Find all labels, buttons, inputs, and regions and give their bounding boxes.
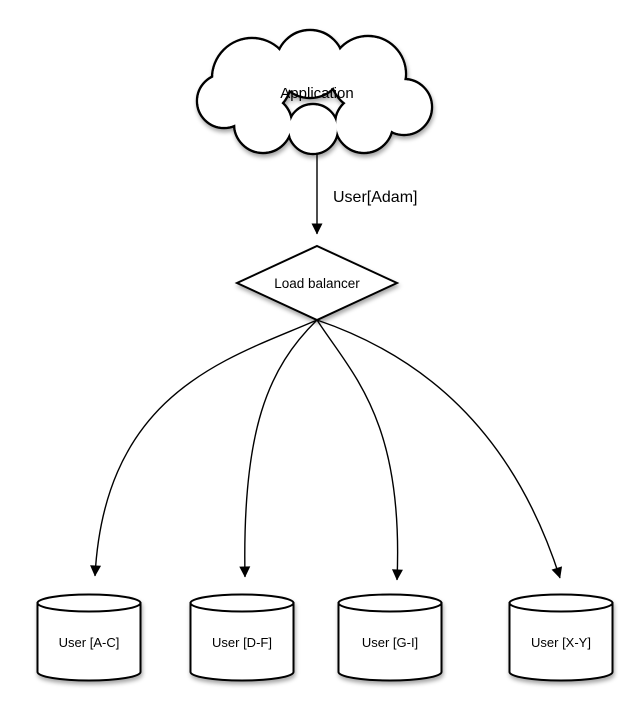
edge-to-db-a-c (90, 319, 318, 577)
database-node-g-i: User [G-I] (337, 593, 443, 682)
db-label-a-c: User [A-C] (59, 635, 120, 650)
application-cloud-node: Application (195, 28, 434, 156)
edge-to-db-d-f (239, 319, 318, 578)
db-label-d-f: User [D-F] (212, 635, 272, 650)
application-label: Application (280, 85, 353, 102)
database-node-a-c: User [A-C] (36, 593, 142, 682)
cylinder-icon (36, 593, 142, 682)
db-label-g-i: User [G-I] (362, 635, 418, 650)
load-balancer-label: Load balancer (274, 276, 360, 291)
edges-loadbalancer-to-databases (90, 319, 563, 581)
cylinder-icon (337, 593, 443, 682)
database-node-x-y: User [X-Y] (508, 593, 614, 682)
database-node-d-f: User [D-F] (189, 593, 295, 682)
edge-app-to-loadbalancer: User[Adam] (311, 153, 417, 235)
edge-to-db-x-y (316, 319, 563, 579)
cylinder-icon (189, 593, 295, 682)
edge-label-user-adam: User[Adam] (333, 189, 417, 206)
db-label-x-y: User [X-Y] (531, 635, 591, 650)
load-balancer-node: Load balancer (234, 244, 400, 322)
cloud-icon (195, 28, 434, 156)
cylinder-icon (508, 593, 614, 682)
edge-to-db-g-i (316, 319, 403, 581)
